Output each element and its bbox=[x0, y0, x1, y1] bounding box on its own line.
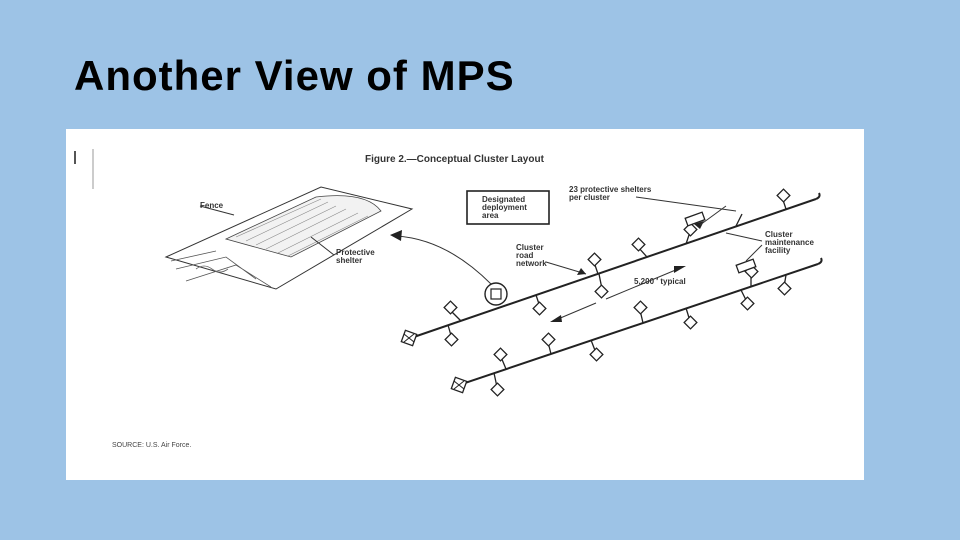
slide-title: Another View of MPS bbox=[74, 52, 515, 99]
shelters bbox=[400, 188, 792, 397]
site-inset bbox=[164, 186, 414, 290]
road-arrowhead bbox=[577, 268, 586, 275]
shelter bbox=[683, 315, 698, 330]
shelter bbox=[541, 332, 556, 347]
shelter bbox=[776, 188, 791, 203]
shelter bbox=[777, 281, 792, 296]
shelters-leader bbox=[635, 196, 737, 212]
spacing-label: 5,200 ′ typical bbox=[634, 277, 686, 286]
maintenance-label-2: maintenance bbox=[765, 238, 814, 247]
shelter bbox=[594, 284, 609, 299]
figure-caption: Figure 2.—Conceptual Cluster Layout bbox=[365, 154, 545, 165]
shelter-leader bbox=[310, 236, 335, 256]
protective-shelter-label-2: shelter bbox=[336, 256, 362, 265]
shelter-hatching bbox=[235, 198, 369, 257]
designated-area-label-3: area bbox=[482, 211, 499, 220]
fence-outline bbox=[164, 186, 414, 290]
maintenance-leader-1 bbox=[725, 232, 763, 242]
designated-area-box bbox=[466, 190, 550, 225]
shelter bbox=[444, 332, 459, 347]
shelter bbox=[631, 237, 646, 252]
protective-shelter-label-1: Protective bbox=[336, 248, 375, 257]
dimension-arrow-right bbox=[674, 266, 686, 273]
road-lower-end bbox=[817, 257, 823, 265]
shelter bbox=[443, 300, 458, 315]
terrain-line bbox=[195, 265, 229, 273]
pointer-arrowhead bbox=[390, 230, 402, 241]
designated-area-label-1: Designated bbox=[482, 195, 525, 204]
shelters-label-1: 23 protective shelters bbox=[569, 185, 652, 194]
dimension-line-left bbox=[557, 302, 597, 320]
maintenance-facility bbox=[684, 211, 706, 227]
road-network bbox=[407, 192, 823, 388]
maintenance-leader-2 bbox=[745, 244, 763, 262]
road-start-marker-upper bbox=[400, 329, 418, 347]
shelter bbox=[490, 382, 505, 397]
maintenance-facility bbox=[735, 258, 757, 274]
road-network-label-1: Cluster bbox=[516, 243, 544, 252]
road-network-label-3: network bbox=[516, 259, 547, 268]
shelter bbox=[589, 347, 604, 362]
maintenance-label-3: facility bbox=[765, 246, 791, 255]
circled-shelter bbox=[490, 288, 502, 300]
cluster-layout-diagram: Figure 2.—Conceptual Cluster Layout Fenc… bbox=[74, 149, 823, 449]
cluster-layout-figure: Figure 2.—Conceptual Cluster Layout Fenc… bbox=[66, 129, 864, 480]
dimension-arrow-left bbox=[550, 315, 562, 322]
source-note: SOURCE: U.S. Air Force. bbox=[112, 442, 191, 449]
fence-leader bbox=[199, 205, 235, 216]
road-upper-end bbox=[815, 192, 821, 200]
shelter bbox=[740, 296, 755, 311]
maintenance-label-1: Cluster bbox=[765, 230, 793, 239]
pointer-curve bbox=[395, 235, 492, 285]
site-road bbox=[170, 250, 272, 288]
shelter bbox=[683, 222, 698, 237]
shelters-arrowhead bbox=[694, 221, 704, 229]
road-start-marker-lower bbox=[450, 376, 468, 394]
shelters-pointer bbox=[699, 205, 727, 226]
site-circle bbox=[484, 282, 508, 306]
shelter bbox=[587, 252, 602, 267]
shelter bbox=[633, 300, 648, 315]
dimension-line-right bbox=[605, 268, 679, 300]
road-lower bbox=[458, 263, 819, 386]
designated-area-label-2: deployment bbox=[482, 203, 527, 212]
shelter bbox=[532, 301, 547, 316]
shelter bbox=[493, 347, 508, 362]
road-upper bbox=[407, 198, 817, 340]
shelters-label-2: per cluster bbox=[569, 193, 610, 202]
road-network-label-2: road bbox=[516, 251, 533, 260]
fence-label: Fence bbox=[200, 201, 224, 210]
